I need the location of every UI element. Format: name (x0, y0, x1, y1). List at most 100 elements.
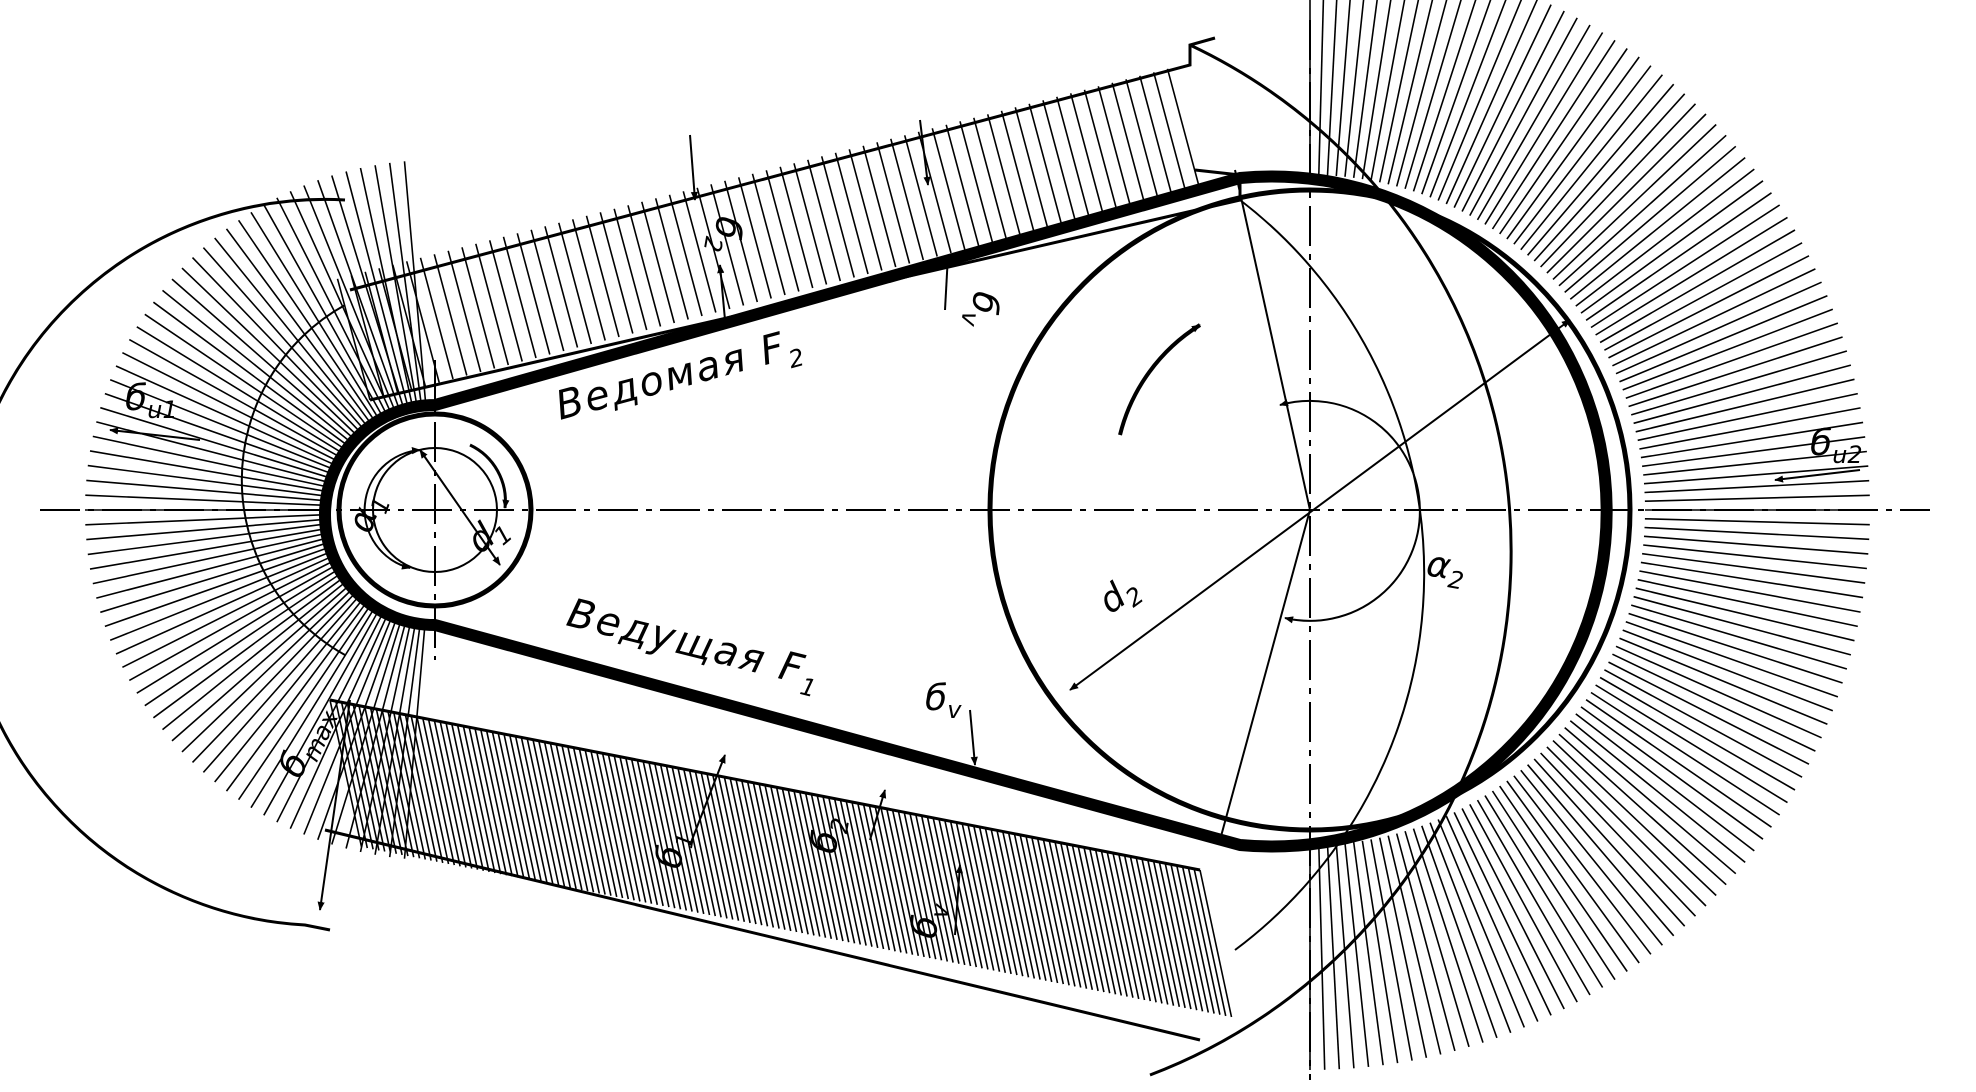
hatch-line-small-fan (128, 562, 340, 682)
hatching (85, 0, 1870, 1070)
hatch-line-lower-band (561, 745, 595, 893)
hatch-line-upper-band (820, 156, 855, 278)
hatch-line-small-fan (225, 228, 371, 423)
hatch-line-small-fan (303, 185, 395, 409)
hatch-line-lower-band (839, 799, 873, 947)
hatch-line-lower-band (375, 708, 409, 857)
hatch-line-upper-band (862, 145, 897, 268)
hatch-line-lower-band (758, 783, 792, 932)
hatch-line-large-fan (1344, 843, 1370, 1067)
hatch-line-lower-band (462, 725, 496, 874)
hatch-line-upper-band (1139, 75, 1174, 198)
hatch-line-large-fan (1506, 780, 1640, 964)
hatch-line-small-fan (214, 594, 367, 783)
band-sigma-u1-fan (0, 197, 346, 932)
hatch-line-lower-band (990, 829, 1024, 977)
hatch-line-lower-band (485, 730, 519, 878)
hatch-line-small-fan (144, 313, 345, 450)
hatch-line-upper-band (793, 163, 828, 285)
arrow-sigma-v-upper-bottom (943, 254, 952, 311)
hatch-line-upper-band (1056, 96, 1091, 219)
hatch-line-lower-band (793, 790, 827, 938)
hatch-line-lower-band (451, 723, 485, 871)
hatch-line-small-fan (104, 545, 332, 628)
hatch-line-lower-band (364, 706, 398, 854)
hatch-line-large-fan (1352, 841, 1384, 1066)
hatch-line-large-fan (1335, 843, 1355, 1069)
hatch-line-lower-band (706, 773, 740, 921)
hatch-line-lower-band (590, 750, 624, 899)
hatch-line-large-fan (1387, 0, 1434, 185)
hatch-line-large-fan (1533, 758, 1686, 927)
hatch-line-upper-band (599, 212, 634, 334)
hatch-line-lower-band (456, 724, 490, 873)
hatch-line-small-fan (317, 179, 399, 407)
hatch-line-lower-band (1158, 861, 1192, 1010)
hatch-line-large-fan (1546, 746, 1707, 907)
hatch-line-lower-band (775, 787, 809, 935)
hatch-line-large-fan (1640, 421, 1864, 459)
hatch-line-lower-band (381, 710, 415, 858)
hatch-line-small-fan (128, 338, 340, 458)
hatch-line-large-fan (1378, 0, 1420, 183)
hatch-line-small-fan (171, 278, 353, 439)
hatch-line-large-fan (1421, 825, 1498, 1039)
hatch-line-large-fan (1318, 844, 1326, 1070)
hatch-line-large-fan (1637, 578, 1858, 628)
hatch-line-lower-band (1031, 836, 1065, 985)
hatch-line-lower-band (497, 732, 531, 881)
hatch-line-large-fan (1546, 113, 1707, 274)
hatch-line-small-fan (87, 464, 327, 497)
hatch-line-lower-band (723, 776, 757, 925)
hatch-line-lower-band (752, 782, 786, 930)
hatch-line-small-fan (263, 204, 382, 415)
hatch-line-large-fan (1569, 156, 1746, 300)
hatch-line-large-fan (1370, 839, 1413, 1061)
hatch-line-upper-band (1083, 89, 1118, 212)
angle-arc-alpha2 (1279, 399, 1421, 624)
hatch-line-large-fan (1639, 407, 1861, 450)
hatch-line-upper-band (544, 226, 579, 348)
hatch-line-lower-band (1077, 846, 1111, 994)
hatch-line-lower-band (671, 766, 705, 915)
hatch-line-lower-band (978, 826, 1012, 975)
hatch-line-small-fan (92, 435, 328, 488)
hatch-line-lower-band (984, 827, 1018, 976)
hatch-line-lower-band (961, 823, 995, 971)
hatch-line-lower-band (1187, 867, 1221, 1015)
hatch-line-large-fan (1513, 65, 1652, 245)
hatch-line-small-fan (303, 611, 395, 835)
hatch-line-upper-band (682, 191, 717, 313)
hatch-line-large-fan (1437, 819, 1526, 1028)
band-sigma-u2-fan (1149, 43, 1513, 1077)
hatch-line-upper-band (392, 264, 427, 387)
hatch-line-large-fan (1469, 804, 1578, 1003)
hatch-line-upper-band (530, 229, 565, 352)
hatch-line-lower-band (1170, 864, 1204, 1012)
hatch-line-lower-band (636, 759, 670, 908)
hatch-line-lower-band (468, 727, 502, 875)
hatch-line-large-fan (1476, 24, 1591, 221)
hatch-line-lower-band (532, 739, 566, 887)
rotation-arrow-small (469, 443, 510, 509)
hatch-line-lower-band (358, 705, 392, 853)
hatch-line-small-fan (136, 326, 342, 454)
hatch-line-lower-band (781, 788, 815, 936)
arrow-sigma-2-upper-top (689, 134, 698, 201)
hatch-line-large-fan (1641, 552, 1866, 584)
hatch-line-large-fan (1370, 0, 1406, 181)
hatch-line-lower-band (683, 768, 717, 917)
hatch-line-large-fan (1558, 733, 1727, 886)
label-sigma-u1: бu1 (125, 378, 178, 424)
dimension-d2 (1069, 319, 1571, 691)
hatch-line-upper-band (890, 138, 925, 261)
hatch-line-lower-band (1118, 853, 1152, 1002)
hatch-line-small-fan (152, 574, 347, 719)
hatch-line-large-fan (1412, 0, 1477, 192)
hatch-line-lower-band (868, 805, 902, 953)
hatch-line-large-fan (1644, 518, 1870, 526)
hatch-line-large-fan (1644, 479, 1870, 494)
hatch-line-upper-band (779, 166, 814, 289)
hatch-line-lower-band (920, 815, 954, 963)
hatch-line-small-fan (122, 558, 338, 669)
